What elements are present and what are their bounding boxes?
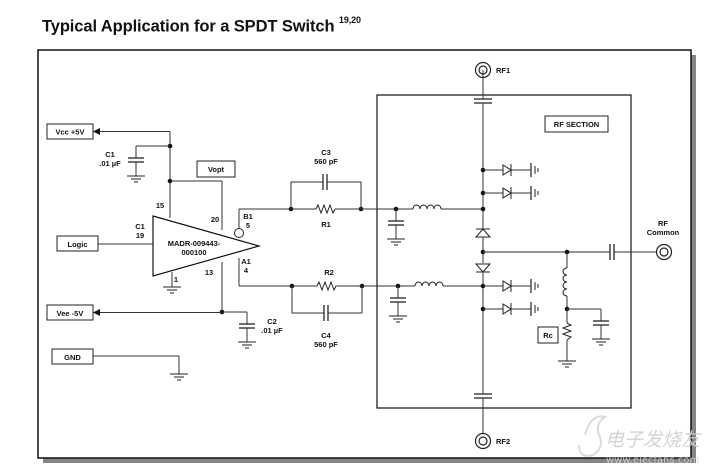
pin-15-label: 15 <box>156 201 164 210</box>
c4-value: 560 pF <box>314 340 338 349</box>
vcc-label: Vcc +5V <box>56 128 85 137</box>
chip-madr-009443 <box>152 215 262 277</box>
diagram-frame <box>37 49 692 459</box>
c2-value: .01 µF <box>261 326 283 335</box>
b1-inversion-bubble <box>234 228 244 238</box>
rf2-label: RF2 <box>496 437 510 446</box>
r2-name: R2 <box>324 268 334 277</box>
vopt-label: Vopt <box>208 165 225 174</box>
a1-name: A1 <box>241 257 251 266</box>
chip-part-line1: MADR-009443- <box>168 239 221 248</box>
rf-inductor-top <box>412 204 442 210</box>
rf-common-connector-icon <box>655 243 673 261</box>
c2-name: C2 <box>267 317 277 326</box>
c3-name: C3 <box>321 148 331 157</box>
pin-20-label: 20 <box>211 215 219 224</box>
c1-name: C1 <box>105 150 115 159</box>
logic-label: Logic <box>68 240 88 249</box>
rf-section-label-box <box>544 115 609 133</box>
vee-arrow-icon <box>93 309 100 316</box>
rf-inductor-bottom <box>414 281 444 287</box>
watermark: 电子发烧友 www.elecfans.com <box>578 415 702 466</box>
gnd-label: GND <box>64 353 81 362</box>
watermark-logo-icon <box>578 415 608 457</box>
pin-19-name: C1 <box>135 222 145 231</box>
pin-13-label: 13 <box>205 268 213 277</box>
diagram-title: Typical Application for a SPDT Switch 19… <box>42 15 361 37</box>
rc-resistor <box>561 322 573 341</box>
b1-pin: 5 <box>246 221 250 230</box>
bias-choke-inductor <box>562 267 568 297</box>
chip-part-line2: 000100 <box>181 248 206 257</box>
title-footnote: 19,20 <box>338 15 361 25</box>
a1-pin: 4 <box>244 266 249 275</box>
rf-common-label-line2: Common <box>647 228 680 237</box>
rf-section-label: RF SECTION <box>554 120 599 129</box>
vee-label: Vee -5V <box>57 309 84 318</box>
rc-label-box <box>537 326 559 344</box>
watermark-cn-text: 电子发烧友 <box>605 429 702 451</box>
rf2-connector-icon <box>474 432 492 450</box>
c3-value: 560 pF <box>314 157 338 166</box>
r1-resistor <box>315 203 336 215</box>
c4-name: C4 <box>321 331 331 340</box>
pin-19-label: 19 <box>136 231 144 240</box>
watermark-url-text: www.elecfans.com <box>606 455 699 466</box>
c1-value: .01 µF <box>99 159 121 168</box>
rf1-label: RF1 <box>496 66 510 75</box>
rf-common-label-line1: RF <box>658 219 668 228</box>
b1-name: B1 <box>243 212 253 221</box>
r1-name: R1 <box>321 220 331 229</box>
pin-1-label: 1 <box>174 275 178 284</box>
vcc-arrow-icon <box>93 128 100 135</box>
title-text: Typical Application for a SPDT Switch <box>42 17 335 36</box>
r2-resistor <box>316 280 337 292</box>
rc-label: Rc <box>543 331 553 340</box>
vopt-terminal <box>196 160 236 178</box>
